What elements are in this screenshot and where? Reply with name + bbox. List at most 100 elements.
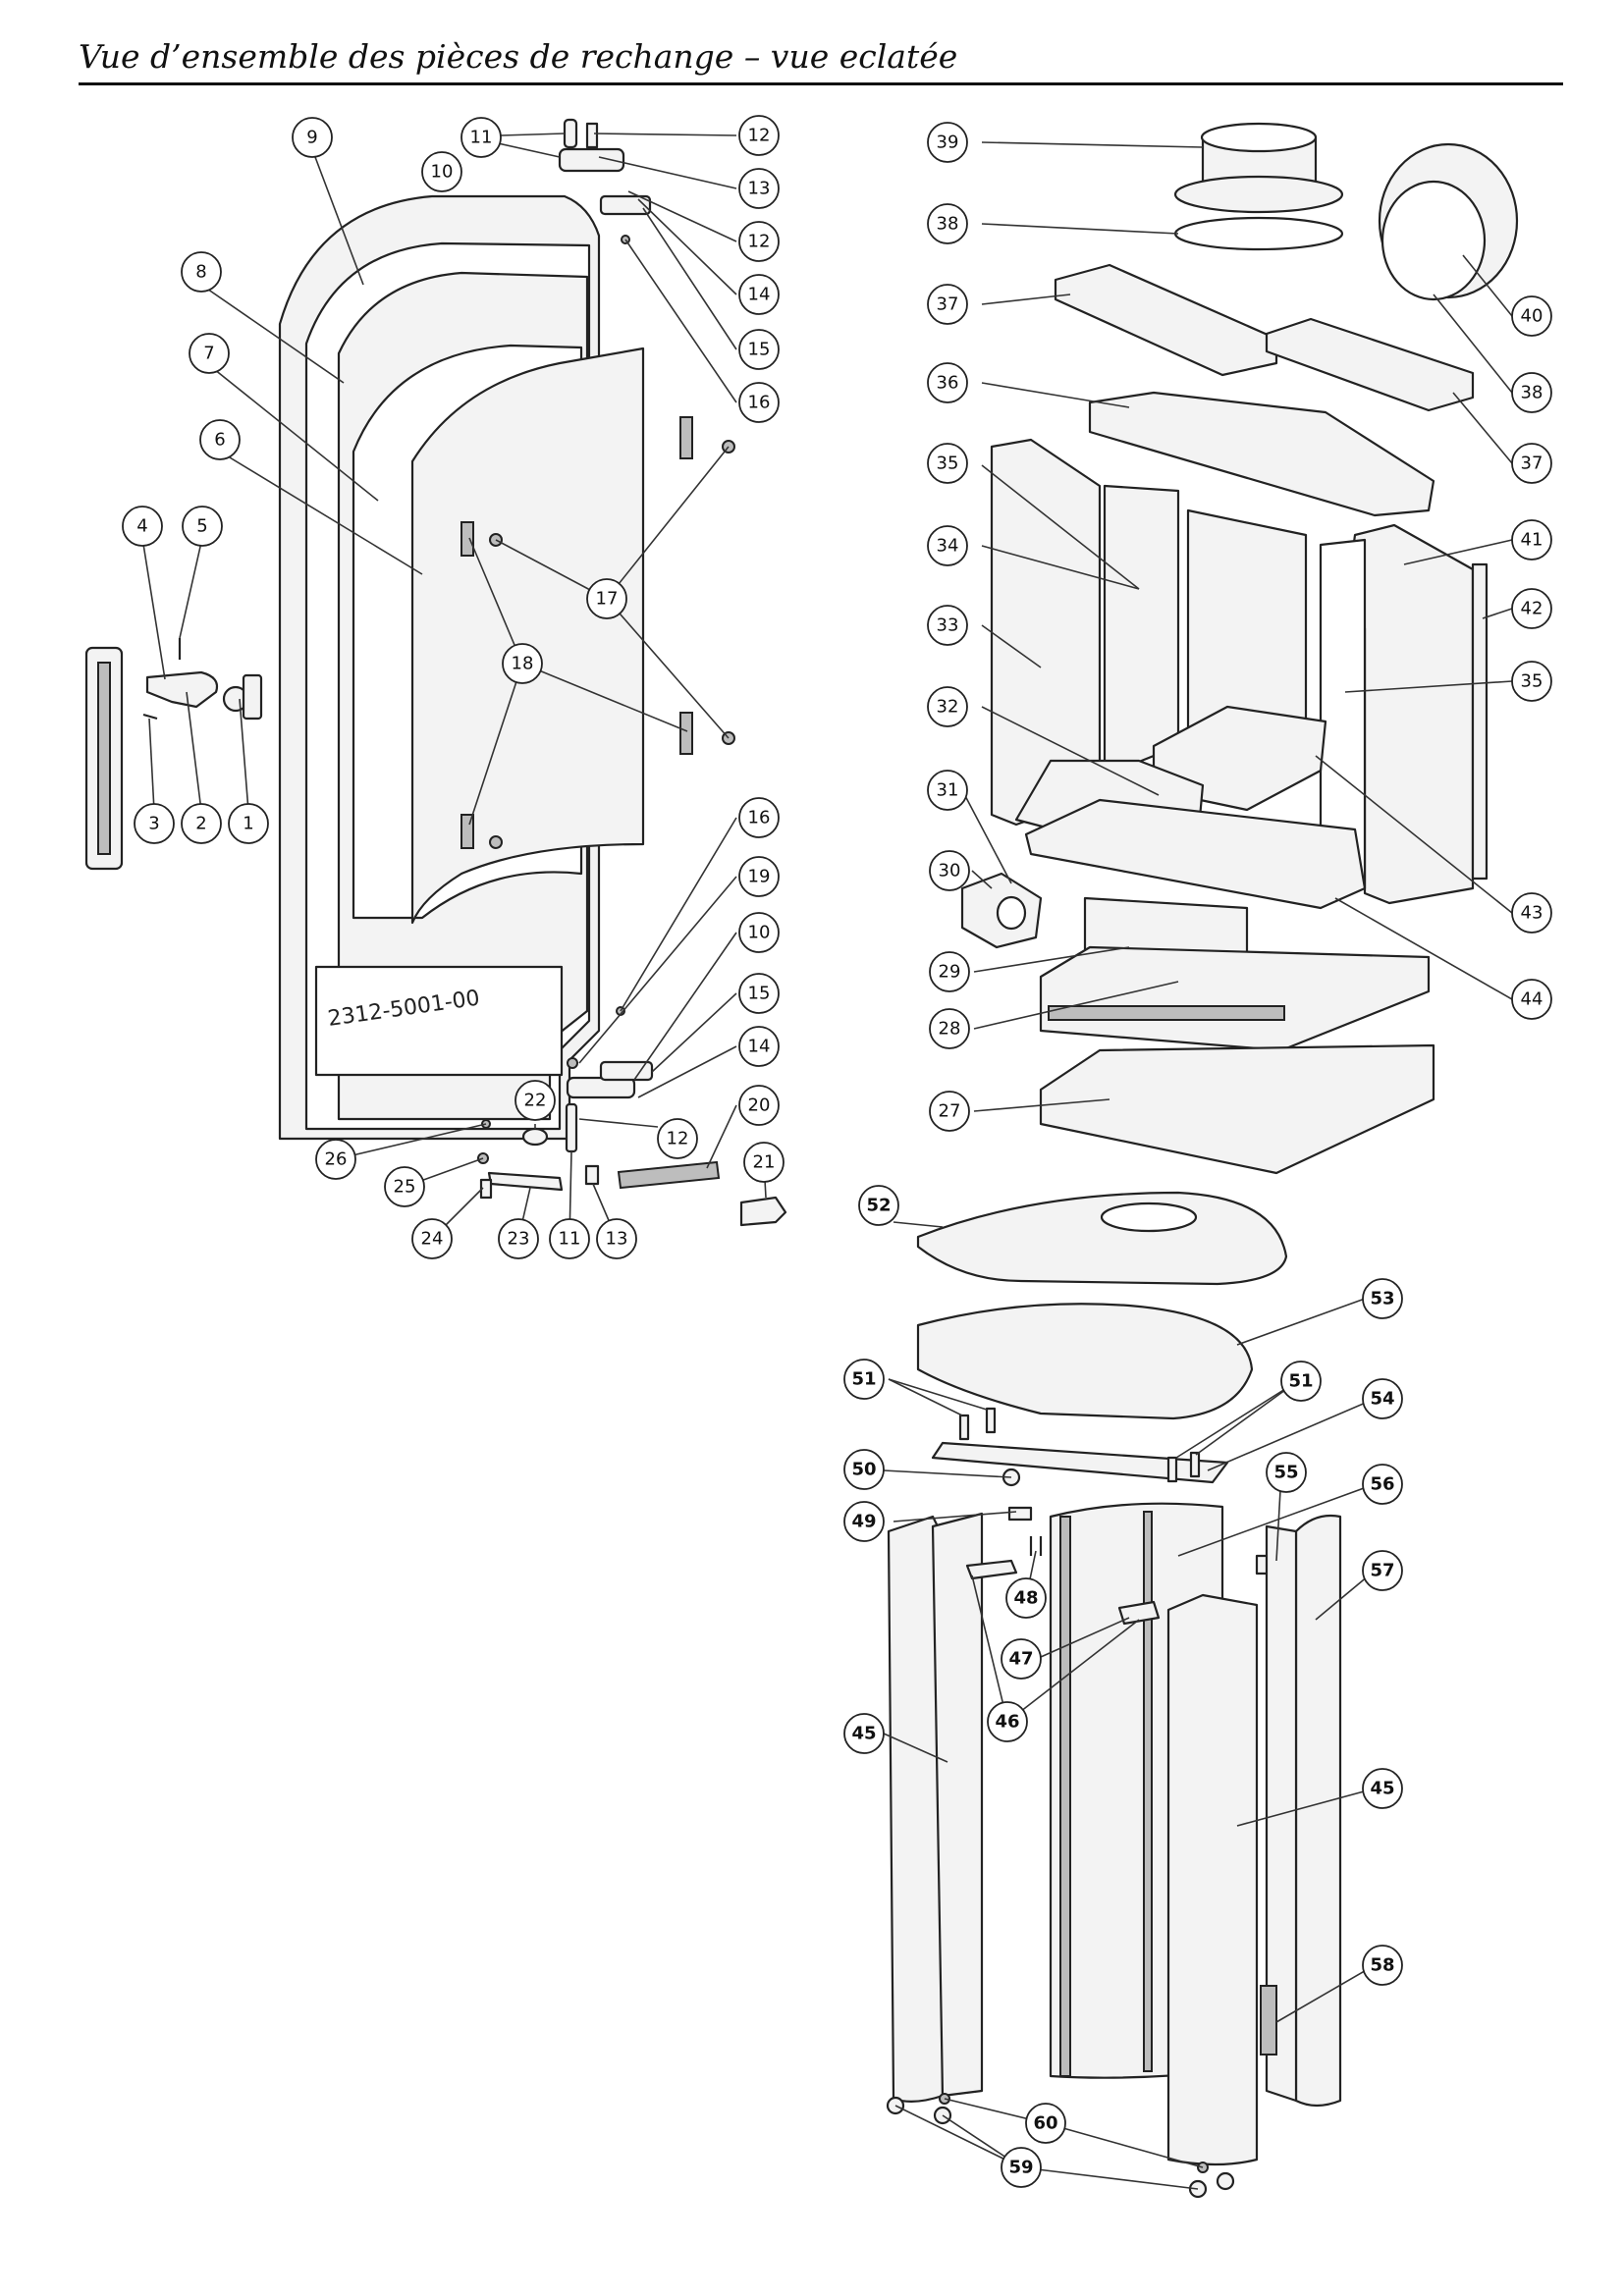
- callout-circle: [738, 382, 780, 423]
- callout-32: 32: [927, 686, 968, 727]
- callout-9: 9: [292, 117, 333, 158]
- callout-label: 60: [1033, 2113, 1057, 2134]
- callout-label: 19: [748, 867, 771, 887]
- callout-circle: [1001, 2147, 1042, 2188]
- callout-21: 21: [743, 1142, 785, 1183]
- callout-label: 12: [667, 1129, 689, 1149]
- callout-circle: [1511, 519, 1552, 561]
- callout-circle: [929, 1091, 970, 1132]
- callout-2: 2: [181, 803, 222, 844]
- callout-27: 27: [929, 1091, 970, 1132]
- callout-label: 50: [851, 1460, 876, 1480]
- callout-12: 12: [738, 221, 780, 262]
- callout-circle: [929, 951, 970, 992]
- callout-59: 59: [1001, 2147, 1042, 2188]
- outer-body-assembly: [886, 1191, 1342, 2199]
- callout-circle: [927, 203, 968, 244]
- callout-circle: [738, 797, 780, 838]
- callout-circle: [1362, 1464, 1403, 1505]
- callout-circle: [1025, 2103, 1066, 2144]
- callout-circle: [315, 1139, 356, 1180]
- part-baffle-37-left: [1054, 263, 1278, 377]
- callout-circle: [738, 912, 780, 953]
- callout-36: 36: [927, 362, 968, 403]
- callout-label: 35: [937, 454, 959, 474]
- callout-label: 2: [195, 814, 206, 834]
- part-baffle-36: [1088, 391, 1435, 517]
- callout-13: 13: [596, 1218, 637, 1259]
- part-bracket-46: [965, 1559, 1018, 1580]
- callout-15: 15: [738, 329, 780, 370]
- callout-label: 3: [148, 814, 159, 834]
- callout-52: 52: [858, 1185, 899, 1226]
- part-side-panel-45-right: [1166, 1593, 1259, 2166]
- part-top-stone-53: [916, 1303, 1254, 1420]
- part-ring-19: [567, 1057, 578, 1069]
- callout-33: 33: [927, 605, 968, 646]
- callout-circle: [927, 362, 968, 403]
- callout-label: 49: [851, 1512, 876, 1532]
- callout-39: 39: [927, 122, 968, 163]
- callout-6: 6: [199, 419, 241, 460]
- callout-50: 50: [843, 1449, 885, 1490]
- callout-circle: [927, 525, 968, 566]
- callout-42: 42: [1511, 588, 1552, 629]
- part-back-panel-seam-2: [1143, 1511, 1153, 2072]
- part-catch-21: [739, 1196, 787, 1227]
- callout-10: 10: [738, 912, 780, 953]
- callout-label: 58: [1370, 1955, 1394, 1976]
- callout-label: 27: [939, 1101, 961, 1122]
- callout-18: 18: [502, 643, 543, 684]
- callout-label: 54: [1370, 1389, 1394, 1410]
- callout-label: 17: [596, 589, 619, 610]
- callout-circle: [1266, 1452, 1307, 1493]
- callout-label: 34: [937, 536, 959, 557]
- part-side-panel-45-left-face: [931, 1512, 984, 2098]
- callout-label: 40: [1521, 306, 1543, 327]
- part-clip-18-right-bottom: [679, 712, 693, 755]
- callout-circle: [738, 973, 780, 1014]
- callout-label: 41: [1521, 530, 1543, 551]
- part-brick-34: [1103, 484, 1180, 777]
- callout-49: 49: [843, 1501, 885, 1542]
- callout-circle: [1511, 372, 1552, 413]
- callout-label: 44: [1521, 989, 1543, 1010]
- callout-37: 37: [1511, 443, 1552, 484]
- callout-label: 48: [1013, 1588, 1038, 1609]
- callout-circle: [738, 1085, 780, 1126]
- callout-label: 32: [937, 697, 959, 718]
- callout-label: 22: [524, 1091, 547, 1111]
- callout-label: 21: [753, 1152, 776, 1173]
- callout-57: 57: [1362, 1550, 1403, 1591]
- part-baffle-37-right: [1265, 317, 1475, 412]
- callout-label: 15: [748, 340, 771, 360]
- callout-circle: [228, 803, 269, 844]
- callout-label: 9: [306, 128, 317, 148]
- callout-circle: [929, 850, 970, 891]
- callout-label: 20: [748, 1095, 771, 1116]
- part-hinge-top-10: [558, 147, 625, 173]
- callout-25: 25: [384, 1166, 425, 1207]
- callout-circle: [1362, 1945, 1403, 1986]
- callout-label: 59: [1008, 2158, 1033, 2178]
- callout-label: 6: [214, 430, 225, 451]
- part-handle-latch: [145, 670, 219, 709]
- part-lever-23: [487, 1171, 564, 1192]
- callout-circle: [843, 1713, 885, 1754]
- callout-circle: [122, 506, 163, 547]
- callout-label: 38: [937, 214, 959, 235]
- callout-label: 55: [1273, 1463, 1298, 1483]
- callout-label: 10: [748, 923, 771, 943]
- callout-circle: [181, 803, 222, 844]
- callout-12: 12: [738, 115, 780, 156]
- part-side-panel-57: [1294, 1514, 1342, 2108]
- callout-23: 23: [498, 1218, 539, 1259]
- callout-label: 45: [851, 1724, 876, 1744]
- part-air-plate-hole: [996, 895, 1027, 931]
- part-pin-51-c: [1166, 1456, 1178, 1483]
- callout-29: 29: [929, 951, 970, 992]
- callout-circle: [927, 686, 968, 727]
- callout-label: 25: [394, 1177, 416, 1198]
- part-rear-flue-ring: [1380, 180, 1487, 301]
